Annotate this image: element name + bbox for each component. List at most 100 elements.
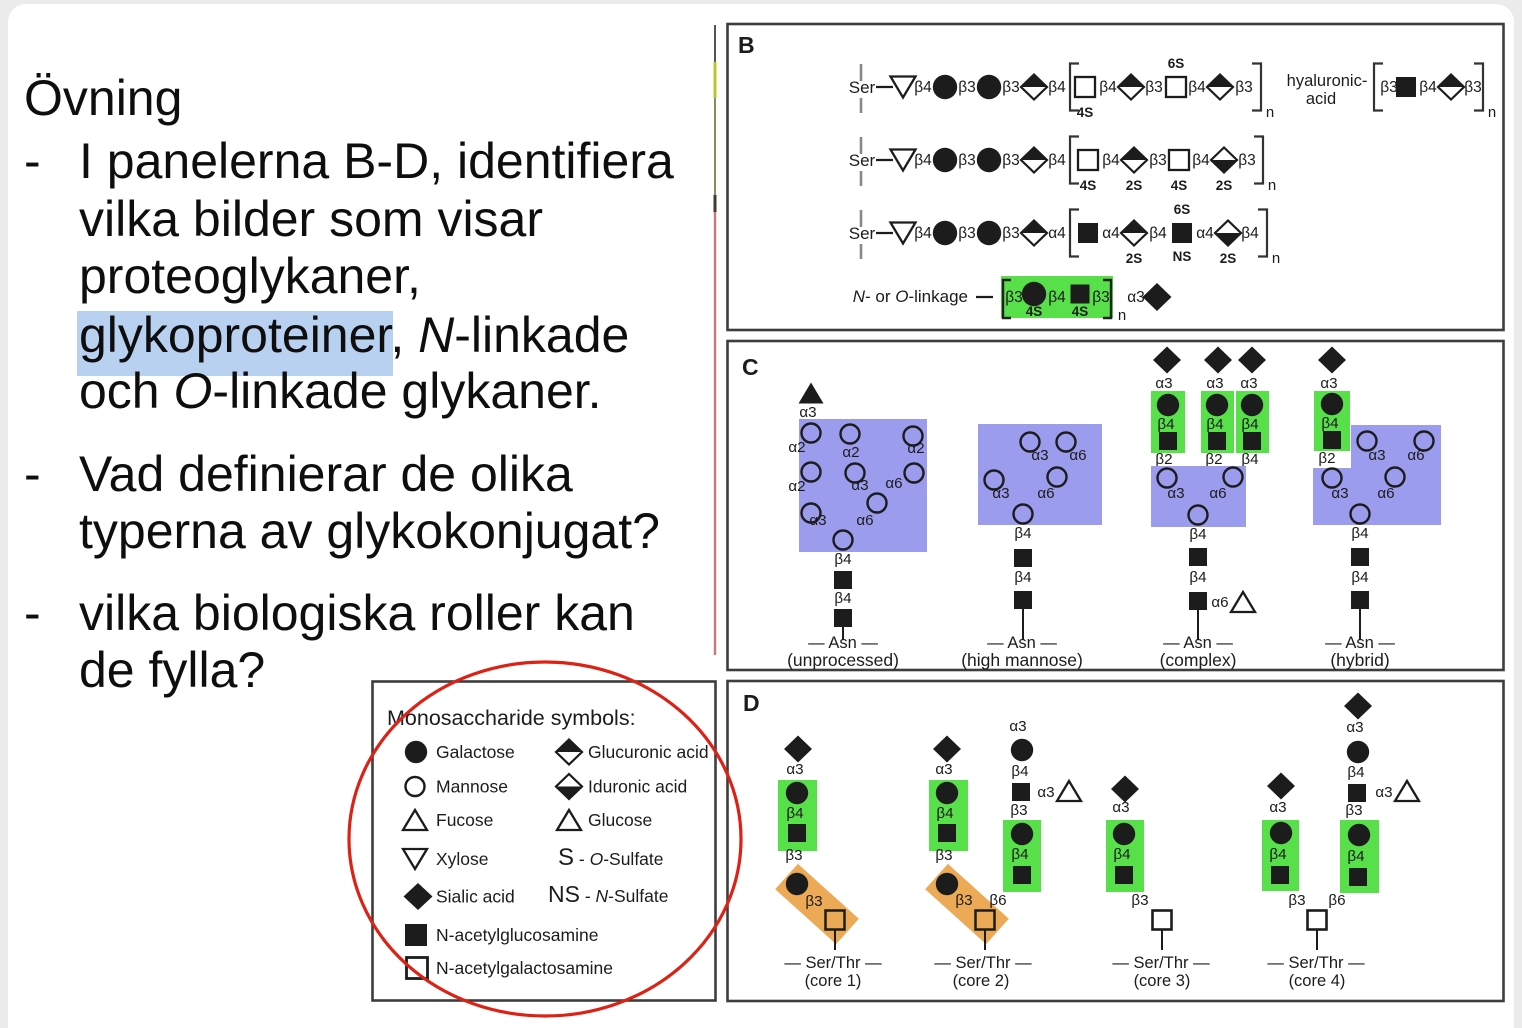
svg-text:β3: β3 <box>935 847 952 864</box>
svg-text:Galactose: Galactose <box>436 742 515 762</box>
svg-text:β4: β4 <box>1102 152 1120 169</box>
svg-text:β4: β4 <box>1014 525 1031 542</box>
svg-text:α3: α3 <box>1206 375 1223 392</box>
svg-text:β4: β4 <box>1113 846 1130 863</box>
svg-text:Fucose: Fucose <box>436 810 493 830</box>
svg-text:β4: β4 <box>834 551 851 568</box>
svg-text:(complex): (complex) <box>1160 650 1237 670</box>
svg-text:α3: α3 <box>1127 289 1145 306</box>
svg-text:β4: β4 <box>1347 848 1364 865</box>
svg-text:α3: α3 <box>1368 447 1385 464</box>
svg-text:n: n <box>1266 104 1274 121</box>
svg-text:β4: β4 <box>1099 79 1117 96</box>
svg-text:α2: α2 <box>788 439 805 456</box>
svg-text:α2: α2 <box>907 440 924 457</box>
svg-text:2S: 2S <box>1126 178 1143 193</box>
svg-text:β4: β4 <box>936 805 953 822</box>
svg-text:α3: α3 <box>1269 799 1286 816</box>
svg-text:α3: α3 <box>851 477 868 494</box>
svg-text:β4: β4 <box>914 225 932 242</box>
svg-text:α6: α6 <box>1209 485 1226 502</box>
svg-text:β3: β3 <box>1131 892 1148 909</box>
svg-text:β4: β4 <box>1206 416 1223 433</box>
svg-text:(core 4): (core 4) <box>1289 972 1346 990</box>
svg-text:2S: 2S <box>1126 251 1143 266</box>
svg-text:β4: β4 <box>1321 415 1338 432</box>
svg-text:4S: 4S <box>1077 105 1094 120</box>
svg-text:Glucuronic acid: Glucuronic acid <box>588 742 709 762</box>
svg-text:N-acetylgalactosamine: N-acetylgalactosamine <box>436 958 613 978</box>
svg-text:(high mannose): (high mannose) <box>961 650 1083 670</box>
svg-text:α6: α6 <box>1211 594 1228 611</box>
svg-text:Ser: Ser <box>849 224 876 243</box>
svg-text:α3: α3 <box>992 485 1009 502</box>
svg-text:Glucose: Glucose <box>588 810 652 830</box>
svg-text:α6: α6 <box>856 512 873 529</box>
svg-text:(core 3): (core 3) <box>1134 972 1191 990</box>
svg-text:α3: α3 <box>1375 784 1392 801</box>
svg-text:— Asn —: — Asn — <box>808 634 878 652</box>
svg-text:β3: β3 <box>958 152 976 169</box>
svg-text:NS: NS <box>1173 249 1192 264</box>
svg-text:β4: β4 <box>1347 764 1364 781</box>
svg-text:C: C <box>742 354 759 380</box>
svg-text:α3: α3 <box>1167 485 1184 502</box>
svg-text:β4: β4 <box>1351 525 1368 542</box>
svg-text:6S: 6S <box>1168 56 1185 71</box>
svg-text:β3: β3 <box>805 893 822 910</box>
svg-text:S - O-Sulfate: S - O-Sulfate <box>558 844 664 871</box>
svg-text:(hybrid): (hybrid) <box>1330 650 1389 670</box>
svg-text:n: n <box>1488 104 1496 121</box>
svg-text:β3: β3 <box>1010 802 1027 819</box>
svg-text:Sialic acid: Sialic acid <box>436 887 515 907</box>
svg-text:α3: α3 <box>935 761 952 778</box>
svg-text:β4: β4 <box>1188 79 1206 96</box>
svg-text:β4: β4 <box>1048 152 1066 169</box>
svg-text:β3: β3 <box>955 892 972 909</box>
svg-text:Monosaccharide symbols:: Monosaccharide symbols: <box>387 706 636 730</box>
svg-text:— Asn —: — Asn — <box>1325 634 1395 652</box>
svg-text:β4: β4 <box>1192 152 1210 169</box>
svg-text:β4: β4 <box>1011 846 1028 863</box>
svg-text:6S: 6S <box>1174 202 1191 217</box>
svg-text:β4: β4 <box>1419 79 1437 96</box>
svg-text:α3: α3 <box>799 404 816 421</box>
svg-text:α3: α3 <box>1155 375 1172 392</box>
svg-text:β4: β4 <box>786 805 803 822</box>
svg-text:β4: β4 <box>1048 289 1066 306</box>
svg-text:2S: 2S <box>1216 178 1233 193</box>
svg-text:β3: β3 <box>1149 152 1167 169</box>
svg-text:n: n <box>1118 307 1126 324</box>
svg-text:β4: β4 <box>1014 569 1031 586</box>
svg-text:β3: β3 <box>785 847 802 864</box>
svg-text:β4: β4 <box>1189 569 1206 586</box>
svg-text:(core 2): (core 2) <box>953 972 1010 990</box>
svg-text:α3: α3 <box>809 512 826 529</box>
svg-text:β4: β4 <box>1241 416 1258 433</box>
svg-text:n: n <box>1268 177 1276 194</box>
svg-text:Xylose: Xylose <box>436 849 489 869</box>
svg-text:Mannose: Mannose <box>436 777 508 797</box>
svg-text:4S: 4S <box>1072 304 1089 319</box>
svg-text:Ser: Ser <box>849 151 876 170</box>
svg-text:acid: acid <box>1306 90 1336 108</box>
svg-text:— Ser/Thr —: — Ser/Thr — <box>784 954 882 972</box>
svg-text:β2: β2 <box>1155 451 1172 468</box>
svg-text:β4: β4 <box>1149 225 1167 242</box>
svg-text:hyaluronic-: hyaluronic- <box>1287 72 1368 90</box>
svg-text:β2: β2 <box>1318 450 1335 467</box>
svg-text:2S: 2S <box>1220 251 1237 266</box>
svg-text:β3: β3 <box>958 79 976 96</box>
svg-text:β4: β4 <box>1189 526 1206 543</box>
svg-text:β2: β2 <box>1205 451 1222 468</box>
svg-text:B: B <box>738 32 755 58</box>
svg-text:α3: α3 <box>786 761 803 778</box>
svg-text:β4: β4 <box>914 152 932 169</box>
svg-text:— Ser/Thr —: — Ser/Thr — <box>1267 954 1365 972</box>
svg-text:— Ser/Thr —: — Ser/Thr — <box>1112 954 1210 972</box>
svg-text:β3: β3 <box>1145 79 1163 96</box>
svg-text:β4: β4 <box>1241 451 1258 468</box>
svg-text:4S: 4S <box>1026 304 1043 319</box>
svg-text:4S: 4S <box>1171 178 1188 193</box>
svg-text:α4: α4 <box>1102 225 1120 242</box>
